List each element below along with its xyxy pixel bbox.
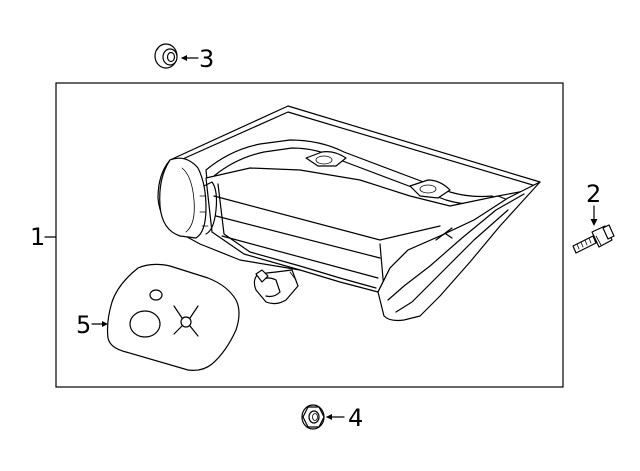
tail-lamp-assembly-icon	[157, 105, 541, 322]
callout-4-label: 4	[348, 404, 363, 432]
callout-1-label: 1	[30, 223, 45, 251]
callout-3-label: 3	[199, 45, 214, 73]
flange-nut-icon	[301, 404, 325, 430]
grommet-icon	[154, 43, 178, 69]
callout-3[interactable]: 3	[154, 43, 214, 73]
callout-5[interactable]: 5	[76, 311, 108, 339]
callout-4[interactable]: 4	[301, 404, 363, 432]
gasket-icon	[106, 263, 240, 371]
bolt-icon	[572, 224, 615, 254]
callout-5-label: 5	[76, 311, 91, 339]
callout-2-label: 2	[586, 180, 601, 208]
callout-2[interactable]: 2	[572, 180, 615, 254]
assembly-frame	[55, 82, 564, 388]
callout-1[interactable]: 1	[30, 223, 57, 251]
